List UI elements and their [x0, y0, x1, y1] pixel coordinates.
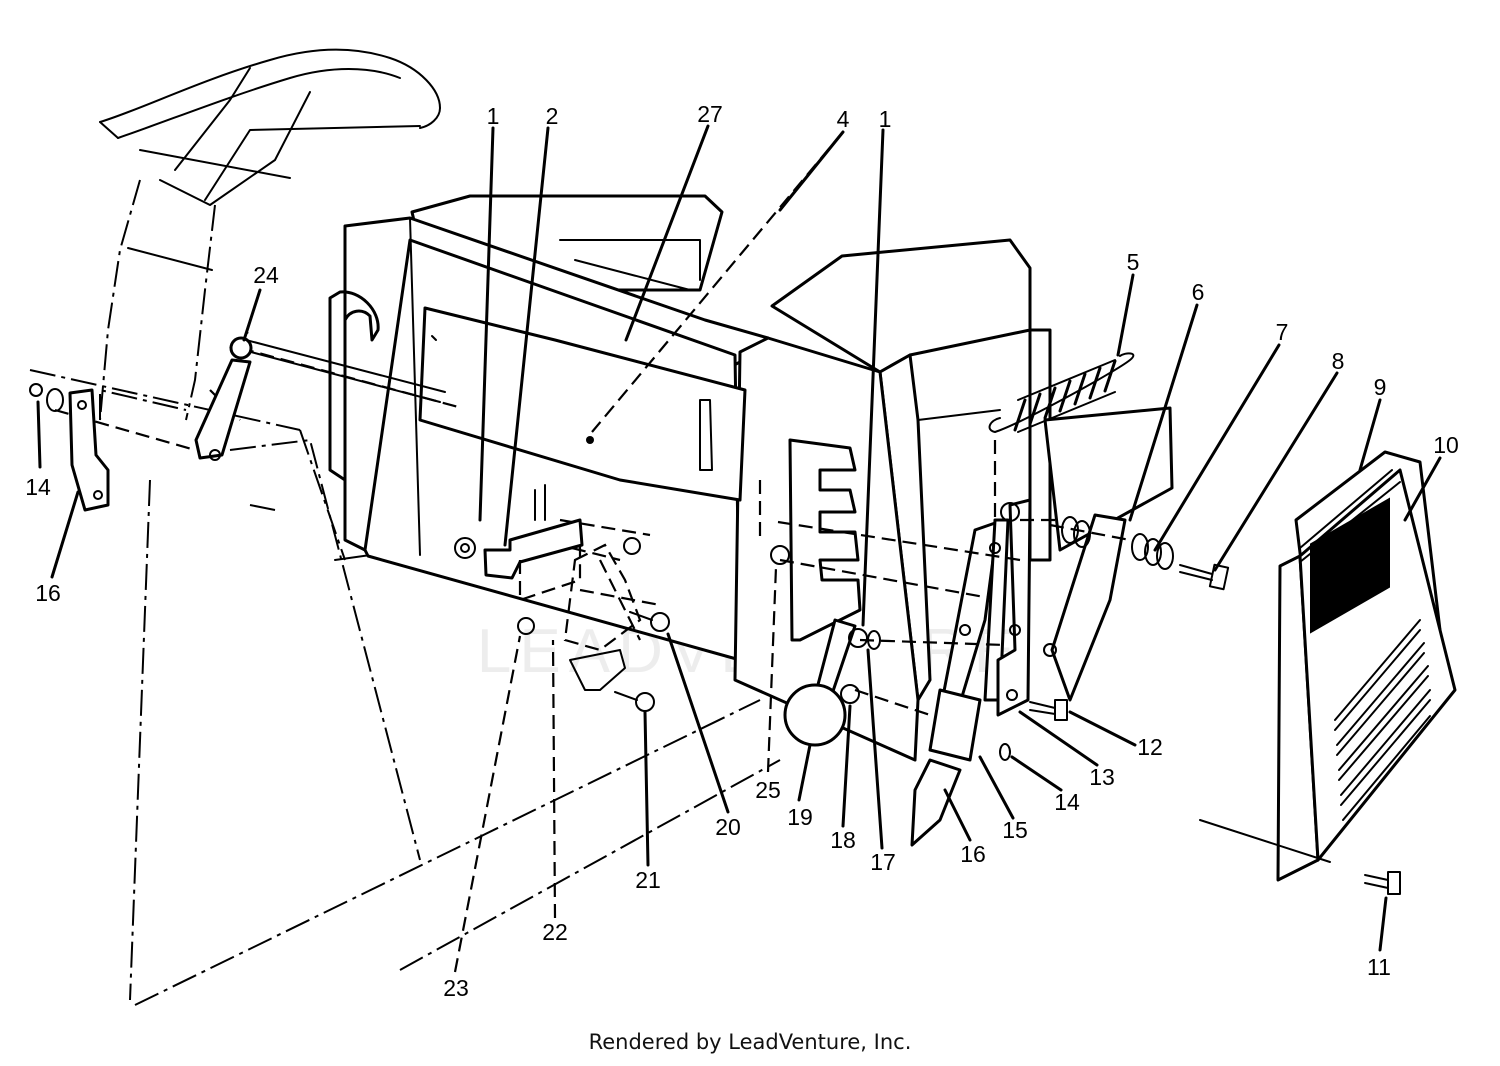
- callout-17: 17: [870, 849, 896, 875]
- callout-23: 23: [443, 975, 469, 1001]
- callout-18: 18: [830, 827, 856, 853]
- steering-wheel: [99, 48, 441, 206]
- control-panel: [328, 194, 1174, 762]
- leader-lines: [36, 124, 1442, 973]
- pivot-plate-2: [483, 484, 584, 602]
- nut-1a: [454, 537, 476, 559]
- callout-5: 5: [1127, 249, 1140, 275]
- callout-22: 22: [542, 919, 568, 945]
- nut-23: [517, 617, 535, 635]
- callout-6: 6: [1192, 279, 1205, 305]
- callout-21: 21: [635, 867, 661, 893]
- bolt-11: [1199, 819, 1401, 895]
- lift-lever-19: [783, 618, 857, 747]
- steering-column: [99, 179, 216, 421]
- callout-8: 8: [1332, 348, 1345, 374]
- callout-16b: 16: [960, 841, 986, 867]
- callout-7: 7: [1276, 319, 1289, 345]
- callout-13: 13: [1089, 764, 1115, 790]
- callout-24: 24: [253, 262, 279, 288]
- lift-spring-5: [988, 352, 1135, 433]
- nut-21: [614, 691, 655, 712]
- callout-27: 27: [697, 101, 723, 127]
- callout-12: 12: [1137, 734, 1163, 760]
- callout-14a: 14: [25, 474, 51, 500]
- callout-9: 9: [1374, 374, 1387, 400]
- callout-4: 4: [837, 106, 850, 132]
- link-plate-22: [563, 543, 642, 691]
- bolt-8: [1179, 563, 1230, 591]
- nut-right: [1000, 502, 1020, 522]
- rod-24: [194, 336, 446, 461]
- callout-labels: 1 2 27 4 1 5 6 7 8 9 10 24 14 16 12 13 1…: [25, 101, 1459, 1001]
- callout-1a: 1: [487, 103, 500, 129]
- nut-17: [848, 628, 881, 650]
- side-cover-9: [1276, 450, 1457, 882]
- callout-10: 10: [1433, 432, 1459, 458]
- footer-credit: Rendered by LeadVenture, Inc.: [588, 1030, 912, 1054]
- nut-20: [629, 611, 670, 632]
- pivot-bracket: [910, 498, 1127, 847]
- nut-18: [840, 684, 860, 704]
- callout-2: 2: [546, 103, 559, 129]
- callout-19: 19: [787, 804, 813, 830]
- washer-14b: [999, 743, 1011, 761]
- callout-16a: 16: [35, 580, 61, 606]
- callout-11: 11: [1367, 954, 1391, 980]
- tractor-body-outline: [29, 369, 781, 1006]
- bolt-4-pin: [586, 436, 594, 444]
- nut-25: [770, 545, 790, 565]
- callout-20: 20: [715, 814, 741, 840]
- bolt-12: [1029, 699, 1068, 721]
- callout-25: 25: [755, 777, 781, 803]
- callout-1b: 1: [879, 106, 892, 132]
- callout-15: 15: [1002, 817, 1028, 843]
- link-16-left: [29, 383, 110, 512]
- nut-top: [623, 537, 641, 555]
- callout-14b: 14: [1054, 789, 1080, 815]
